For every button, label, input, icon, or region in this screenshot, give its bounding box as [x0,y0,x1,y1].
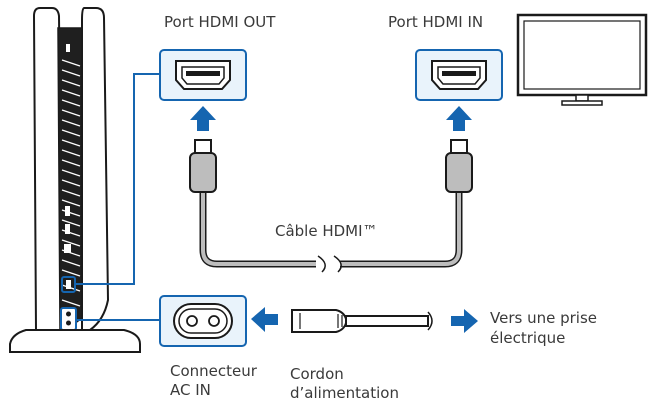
console-hdmi-port [66,280,71,289]
console [9,7,141,353]
hdmi-plug-body-left [189,152,217,193]
hdmi-cable [189,139,473,273]
hdmi-out-arrow [190,106,216,131]
ac-in-label-line2: AC IN [170,381,211,399]
power-cord [291,309,433,333]
hdmi-in-label: Port HDMI IN [388,13,483,31]
hdmi-cable-label: Câble HDMI™ [275,222,378,240]
cord-label-line2: d’alimentation [290,384,399,402]
outlet-label-line1: Vers une prise [490,309,597,327]
outlet-arrow [451,309,478,333]
console-ac-pin [66,311,71,317]
hdmi-out-label: Port HDMI OUT [164,13,276,31]
ac-in-arrow [251,307,278,332]
hdmi-plug-body-right [445,152,473,193]
ac-in-socket-icon [173,303,233,339]
tv-icon [516,13,648,106]
outlet-label-line2: électrique [490,329,565,347]
hdmi-out-port-icon [175,60,231,90]
hdmi-in-arrow [446,106,472,131]
console-ac-in-highlight [60,307,77,331]
console-lan-port [64,244,71,253]
console-right-shell [81,7,110,331]
ac-in-label-line1: Connecteur [170,362,258,380]
cord-label-line1: Cordon [290,365,344,383]
console-rear-port [66,44,70,52]
console-usb-port [65,224,70,234]
hdmi-plug-left [194,139,212,155]
console-ac-pin [66,320,71,326]
console-usb-port [65,206,70,216]
console-stand [9,329,141,353]
hdmi-plug-right [450,139,468,155]
hdmi-out-leader-line [75,73,160,285]
hdmi-in-port-icon [431,60,487,90]
